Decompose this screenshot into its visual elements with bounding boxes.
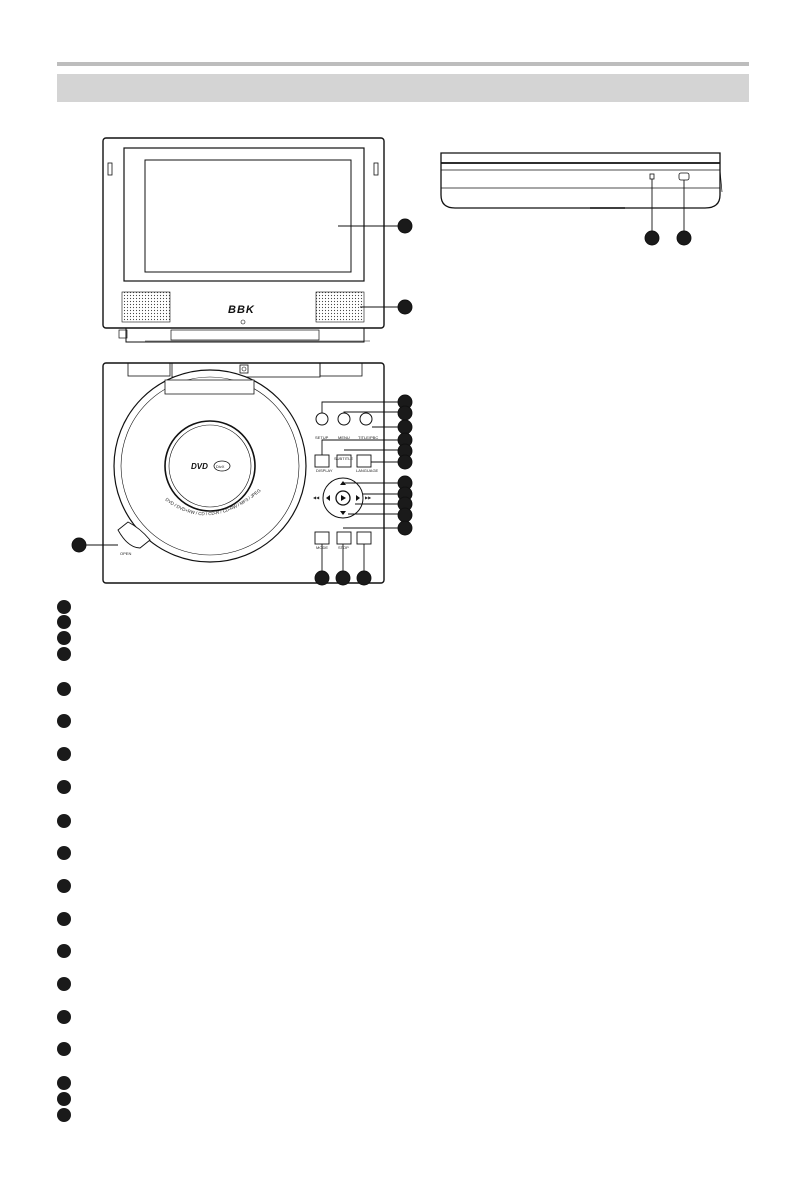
nav-right-icon[interactable] (356, 495, 360, 501)
stop-label: STOP (338, 545, 349, 550)
list-item (57, 1042, 71, 1056)
list-item (57, 846, 71, 860)
list-item (57, 944, 71, 958)
list-item (57, 631, 71, 645)
prev-icon[interactable]: ◀◀ (313, 495, 320, 500)
stop-button[interactable] (336, 531, 352, 545)
section-header-bar (57, 74, 749, 102)
side-view (440, 152, 723, 209)
brand-logo: BBK (228, 304, 255, 316)
list-item (57, 1010, 71, 1024)
list-item (57, 912, 71, 926)
next-icon[interactable]: ▶▶ (365, 495, 372, 500)
callouts (71, 218, 413, 586)
side-view-callouts (644, 179, 692, 246)
list-item (57, 615, 71, 629)
list-item (57, 1108, 71, 1122)
menu-button[interactable] (337, 412, 351, 426)
nav-left-icon[interactable] (326, 495, 330, 501)
legend-bullet-list (57, 0, 77, 1191)
setup-button[interactable] (315, 412, 329, 426)
language-label: LANGUAGE (356, 468, 379, 473)
list-item (57, 780, 71, 794)
title-label: TITLE/PBC (358, 435, 378, 440)
subtitle-label: SUBTITLE (334, 456, 353, 461)
list-item (57, 647, 71, 661)
list-item (57, 747, 71, 761)
language-button[interactable] (356, 454, 372, 468)
list-item (57, 682, 71, 696)
list-item (57, 714, 71, 728)
screen-front-view: BBK (102, 137, 385, 343)
list-item (57, 879, 71, 893)
list-item (57, 1092, 71, 1106)
display-label: DISPLAY (316, 468, 333, 473)
list-item (57, 600, 71, 614)
title-button[interactable] (359, 412, 373, 426)
menu-label: MENU (338, 435, 350, 440)
open-label: OPEN (120, 551, 131, 556)
display-button[interactable] (314, 454, 330, 468)
setup-label: SETUP (315, 435, 329, 440)
mode-button[interactable] (314, 531, 330, 545)
subtitle-button[interactable] (336, 454, 352, 468)
base-controls: SETUP MENU TITLE/PBC DISPLAY SUBTITLE LA… (313, 412, 379, 550)
play-icon (341, 495, 346, 501)
extra-button[interactable] (356, 531, 372, 545)
nav-down-icon[interactable] (340, 511, 346, 515)
list-item (57, 977, 71, 991)
list-item (57, 814, 71, 828)
dvd-logo: DVD (191, 462, 208, 471)
divx-logo: DivX (216, 464, 225, 469)
top-rule (57, 62, 749, 66)
list-item (57, 1076, 71, 1090)
